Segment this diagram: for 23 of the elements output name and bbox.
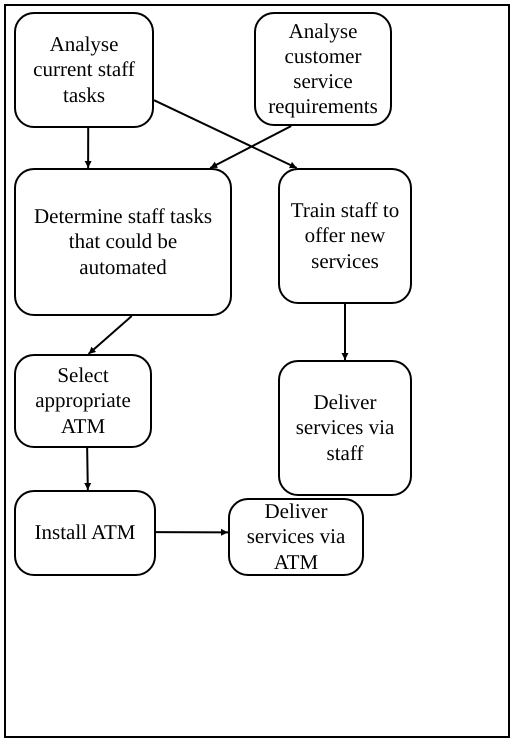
process-box	[14, 168, 232, 316]
arrow	[84, 128, 92, 168]
box-label: Install ATM	[34, 520, 136, 546]
box-label: Deliver services via ATM	[246, 499, 346, 575]
process-box	[14, 12, 154, 128]
box-label: Train staff to offer new services	[290, 198, 400, 274]
arrow	[84, 448, 92, 490]
arrow	[88, 315, 132, 355]
box-label: Analyse current staff tasks	[32, 32, 136, 108]
box-label: Determine staff tasks that could be automated	[32, 204, 214, 280]
process-box	[228, 498, 364, 576]
arrow	[154, 99, 298, 169]
process-box	[14, 490, 156, 576]
process-box	[278, 168, 412, 304]
process-box	[14, 354, 152, 448]
process-box	[254, 12, 392, 126]
arrow	[342, 304, 348, 360]
box-label: Deliver services via staff	[294, 390, 396, 466]
arrow	[210, 125, 292, 169]
box-label: Select appropriate ATM	[34, 363, 132, 439]
arrow	[156, 528, 228, 536]
process-box	[278, 360, 412, 496]
box-label: Analyse customer service requirements	[267, 18, 379, 120]
